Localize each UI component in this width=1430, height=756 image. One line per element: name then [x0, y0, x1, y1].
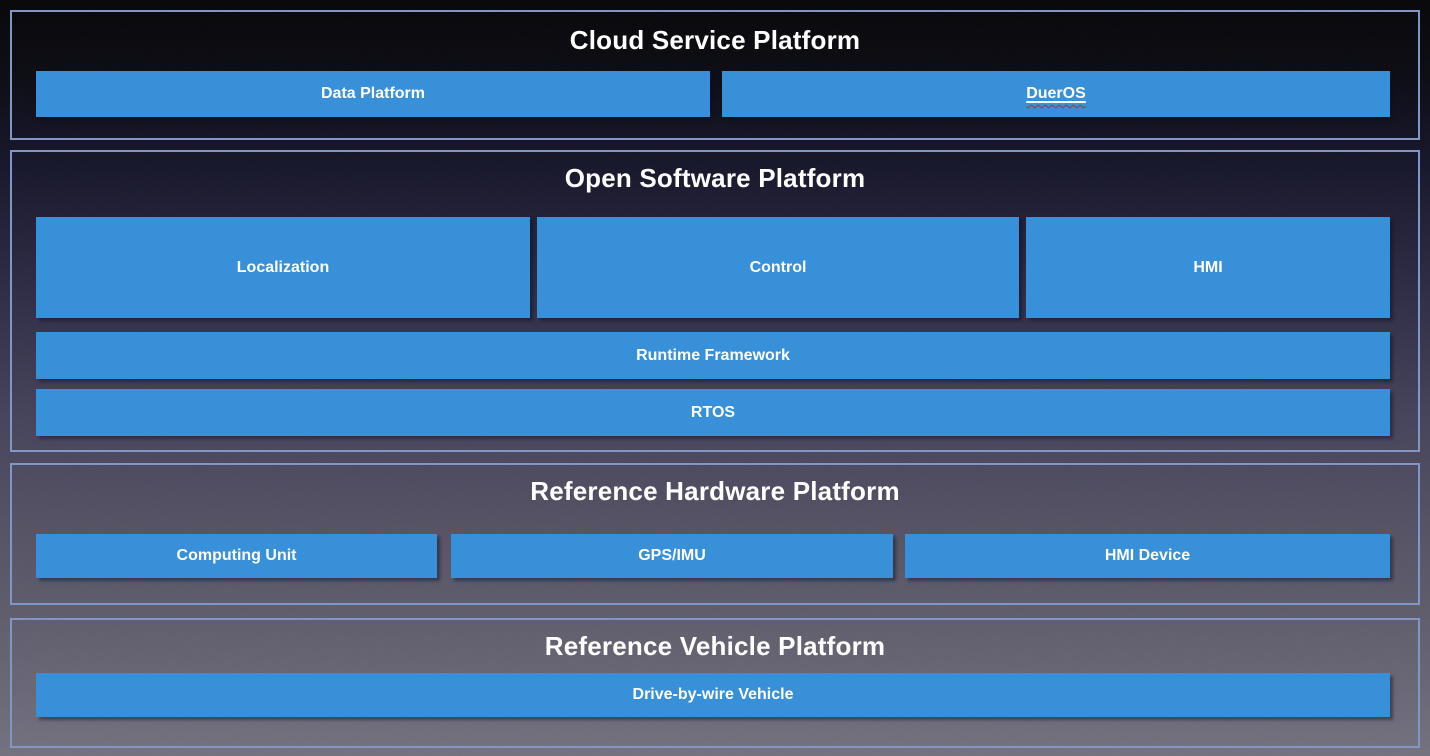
- box-hmi-device: HMI Device: [905, 534, 1390, 578]
- box-computing-unit-label: Computing Unit: [176, 547, 297, 564]
- spellcheck-squiggle: DuerOS: [1026, 85, 1086, 103]
- box-localization-label: Localization: [236, 258, 330, 276]
- box-dueros: DuerOS: [722, 71, 1390, 117]
- bar-drive-by-wire-vehicle: Drive-by-wire Vehicle: [36, 673, 1390, 717]
- bar-rtos: RTOS: [36, 389, 1390, 436]
- software-section-title: Open Software Platform: [564, 163, 866, 193]
- bar-runtime-framework: Runtime Framework: [36, 332, 1390, 379]
- bar-rtos-label: RTOS: [690, 403, 736, 421]
- vehicle-section-title: Reference Vehicle Platform: [544, 631, 886, 661]
- box-localization: Localization: [36, 217, 530, 318]
- software-modules-row: Localization Control HMI: [36, 217, 1390, 318]
- box-gps-imu: GPS/IMU: [451, 534, 893, 578]
- bar-drive-by-wire-vehicle-label: Drive-by-wire Vehicle: [632, 686, 794, 703]
- box-control-label: Control: [749, 258, 807, 276]
- hardware-section-title: Reference Hardware Platform: [530, 476, 900, 506]
- box-data-platform-label: Data Platform: [320, 85, 426, 102]
- box-data-platform: Data Platform: [36, 71, 710, 117]
- box-dueros-label: DuerOS: [1026, 85, 1086, 102]
- box-hmi: HMI: [1026, 217, 1390, 318]
- hardware-boxes-row: Computing Unit GPS/IMU HMI Device: [36, 534, 1390, 578]
- box-gps-imu-label: GPS/IMU: [638, 547, 706, 564]
- section-cloud-service-platform: Cloud Service Platform Data Platform Due…: [10, 10, 1420, 140]
- section-reference-vehicle-platform: Reference Vehicle Platform Drive-by-wire…: [10, 618, 1420, 748]
- cloud-boxes-row: Data Platform DuerOS: [36, 71, 1390, 117]
- section-reference-hardware-platform: Reference Hardware Platform Computing Un…: [10, 463, 1420, 605]
- box-control: Control: [537, 217, 1019, 318]
- bar-runtime-framework-label: Runtime Framework: [636, 346, 790, 364]
- box-computing-unit: Computing Unit: [36, 534, 437, 578]
- box-hmi-device-label: HMI Device: [1104, 547, 1191, 564]
- section-open-software-platform: Open Software Platform Localization Cont…: [10, 150, 1420, 452]
- box-hmi-label: HMI: [1193, 258, 1223, 276]
- cloud-section-title: Cloud Service Platform: [569, 25, 861, 55]
